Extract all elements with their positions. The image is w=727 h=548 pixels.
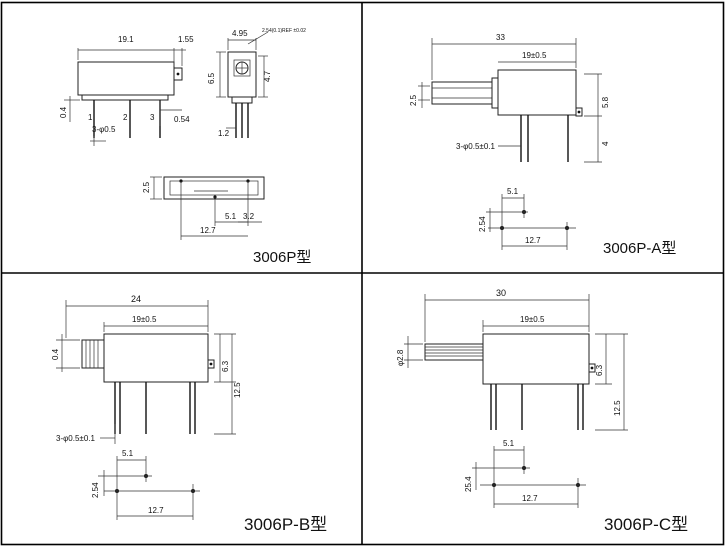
p1-pin-1: 1 <box>88 113 93 122</box>
p4-dim-25-4: 25.4 <box>464 476 473 492</box>
p2-dim-2-54: 2.54 <box>478 216 487 232</box>
panel-3006p-a: 33 19±0.5 2.5 5.8 4 3-φ0.5±0.1 5.1 2.54 … <box>409 33 676 257</box>
p2-dim-3-phi: 3-φ0.5±0.1 <box>456 142 495 151</box>
p1-dim-6-5: 6.5 <box>207 72 216 84</box>
p3-model-label: 3006P-B型 <box>244 515 327 534</box>
p4-pin-pattern: 5.1 25.4 12.7 <box>464 439 586 508</box>
panel-3006p-c: 30 19±0.5 φ2.8 6.3 12.5 5.1 25.4 12.7 30… <box>396 288 688 534</box>
p1-pin-3: 3 <box>150 113 155 122</box>
p3-dim-12-5: 12.5 <box>233 382 242 398</box>
p1-dim-3-phi: 3-φ0.5 <box>92 125 116 134</box>
p3-pin-pattern: 5.1 2.54 12.7 <box>91 449 200 520</box>
p2-dim-33: 33 <box>496 33 505 42</box>
p4-dim-5-1: 5.1 <box>503 439 515 448</box>
p1-dim-0-54: 0.54 <box>174 115 190 124</box>
p1-pin-2: 2 <box>123 113 128 122</box>
p3-dim-2-54: 2.54 <box>91 482 100 498</box>
p2-dim-19: 19±0.5 <box>522 51 547 60</box>
p4-dim-12-7: 12.7 <box>522 494 538 503</box>
p2-pin-pattern: 5.1 2.54 12.7 <box>478 187 576 250</box>
p2-model-label: 3006P-A型 <box>603 240 676 257</box>
p1-dim-0-4: 0.4 <box>59 106 68 118</box>
p2-dim-5-8: 5.8 <box>601 96 610 108</box>
p1-ref-note: 2.54(0.1)REF ±0.02 <box>262 28 306 34</box>
p3-dim-6-3: 6.3 <box>221 360 230 372</box>
p3-dim-0-4: 0.4 <box>51 348 60 360</box>
p1-dim-1-55: 1.55 <box>178 35 194 44</box>
p1-dim-3-2: 3.2 <box>243 212 255 221</box>
p1-model-label: 3006P型 <box>253 249 311 266</box>
p2-dim-12-7: 12.7 <box>525 236 541 245</box>
p1-side-view: 19.1 1.55 0.4 1 2 3 3-φ0.5 0.54 <box>59 35 194 146</box>
p3-dim-3-phi: 3-φ0.5±0.1 <box>56 434 95 443</box>
p2-dim-2-5: 2.5 <box>409 94 418 106</box>
p3-dim-24: 24 <box>131 294 141 304</box>
p3-dim-5-1: 5.1 <box>122 449 134 458</box>
p2-dim-4: 4 <box>601 141 610 146</box>
p2-dim-5-1: 5.1 <box>507 187 519 196</box>
p3-dim-12-7: 12.7 <box>148 506 164 515</box>
panel-3006p: 19.1 1.55 0.4 1 2 3 3-φ0.5 0.54 <box>59 28 311 266</box>
p1-dim-4-95: 4.95 <box>232 29 248 38</box>
p1-dim-2-5: 2.5 <box>142 181 151 193</box>
p1-end-view: 4.95 2.54(0.1)REF ±0.02 6.5 4.7 1.2 <box>207 28 306 138</box>
p1-top-view: 2.5 5.1 3.2 12.7 <box>142 176 265 240</box>
panel-3006p-b: 24 19±0.5 0.4 6.3 12.5 3-φ0.5±0.1 5.1 2.… <box>51 294 327 534</box>
p4-dim-6-3: 6.3 <box>595 364 604 376</box>
p4-dim-12-5: 12.5 <box>613 400 622 416</box>
p1-dim-19-1: 19.1 <box>118 35 134 44</box>
p3-dim-19: 19±0.5 <box>132 315 157 324</box>
p1-dim-4-7: 4.7 <box>263 70 272 82</box>
p4-dim-2-8: φ2.8 <box>396 349 405 366</box>
p1-dim-1-2: 1.2 <box>218 129 230 138</box>
p1-dim-5-1: 5.1 <box>225 212 237 221</box>
p4-dim-30: 30 <box>496 288 506 298</box>
p1-dim-12-7: 12.7 <box>200 226 216 235</box>
p4-model-label: 3006P-C型 <box>604 515 688 534</box>
p4-dim-19: 19±0.5 <box>520 315 545 324</box>
